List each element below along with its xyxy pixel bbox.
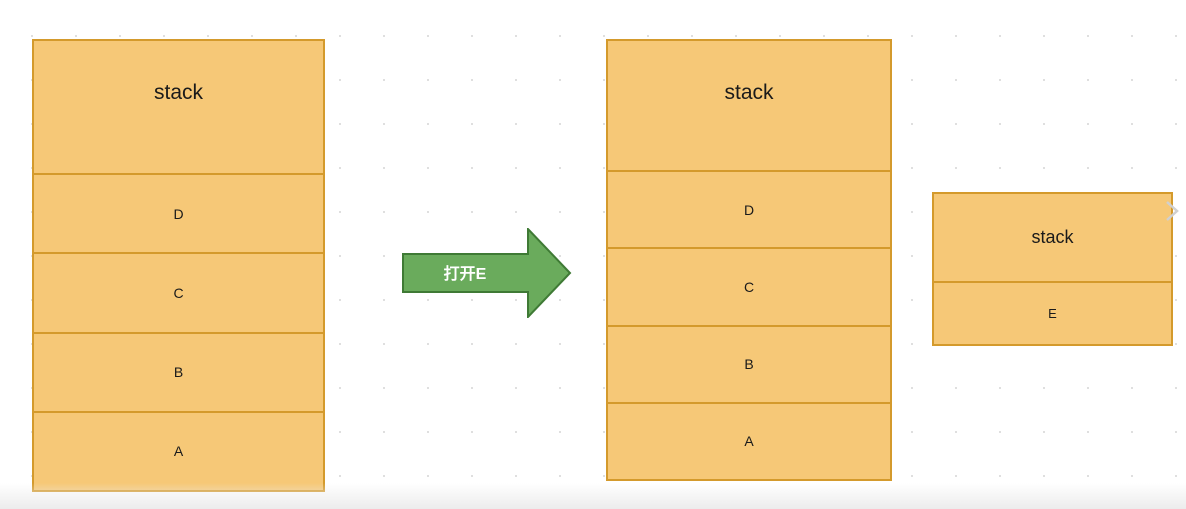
- stack-after-new-title: stack: [1031, 227, 1074, 247]
- stack-before: stack D C B A: [32, 39, 325, 492]
- arrow-label: 打开E: [443, 266, 487, 283]
- transition-arrow: [402, 228, 572, 318]
- stack-before-title: stack: [153, 81, 203, 104]
- bottom-shadow: [0, 483, 1186, 509]
- stack-after-main-item-b: B: [608, 324, 890, 402]
- stack-after-new-item-e: E: [934, 281, 1171, 344]
- stack-after-main-title: stack: [724, 81, 774, 104]
- chevron-right-icon[interactable]: [1164, 200, 1180, 222]
- stack-before-item-b: B: [34, 331, 323, 411]
- arrow-shape: [402, 228, 572, 318]
- stack-before-item-c: C: [34, 252, 323, 331]
- stack-before-item-a: A: [34, 410, 323, 490]
- stack-after-new: stack E: [932, 192, 1173, 346]
- stack-before-item-d: D: [34, 173, 323, 252]
- stack-after-main: stack D C B A: [606, 39, 892, 481]
- stack-after-main-item-c: C: [608, 247, 890, 324]
- stack-after-main-item-d: D: [608, 170, 890, 247]
- stack-after-main-item-a: A: [608, 401, 890, 479]
